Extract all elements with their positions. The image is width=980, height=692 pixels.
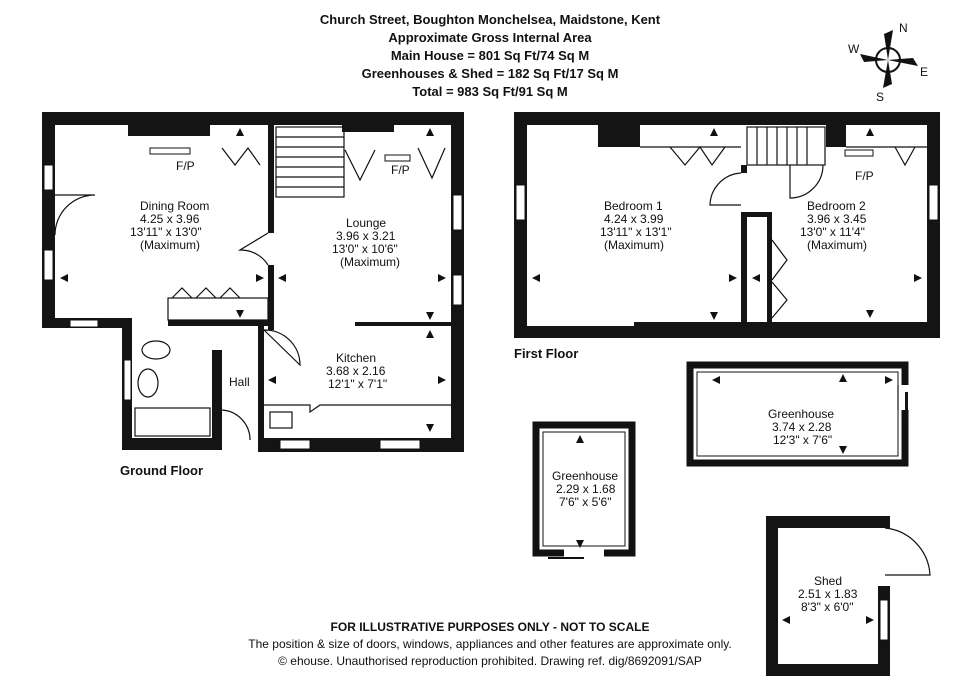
- ground-floor-plan: [42, 112, 464, 452]
- accuracy-note: The position & size of doors, windows, a…: [248, 637, 732, 651]
- dining-room-note: (Maximum): [140, 238, 200, 252]
- shed-plan: [766, 516, 931, 676]
- main-house-area: Main House = 801 Sq Ft/74 Sq M: [390, 48, 590, 63]
- copyright-text: © ehouse. Unauthorised reproduction proh…: [278, 654, 702, 668]
- total-area: Total = 983 Sq Ft/91 Sq M: [412, 84, 568, 99]
- dining-room-fireplace: F/P: [176, 159, 195, 173]
- lounge-note: (Maximum): [340, 255, 400, 269]
- dining-room-metric: 4.25 x 3.96: [140, 212, 200, 226]
- bedroom-2-note: (Maximum): [807, 238, 867, 252]
- bedroom-2-name: Bedroom 2: [807, 199, 866, 213]
- lounge-name: Lounge: [346, 216, 386, 230]
- first-floor-label: First Floor: [514, 346, 578, 361]
- compass-icon: N E S W: [848, 21, 928, 104]
- dining-room-imperial: 13'11" x 13'0": [130, 225, 202, 239]
- lounge-metric: 3.96 x 3.21: [336, 229, 396, 243]
- large-greenhouse-plan: [686, 361, 909, 467]
- small-greenhouse-name: Greenhouse: [552, 469, 618, 483]
- dining-room-name: Dining Room: [140, 199, 209, 213]
- large-greenhouse-imperial: 12'3" x 7'6": [773, 433, 832, 447]
- compass-west-label: W: [848, 42, 860, 56]
- bedroom-1-note: (Maximum): [604, 238, 664, 252]
- compass-north-label: N: [899, 21, 908, 35]
- area-title: Approximate Gross Internal Area: [388, 30, 592, 45]
- large-greenhouse-metric: 3.74 x 2.28: [772, 420, 832, 434]
- kitchen-imperial: 12'1" x 7'1": [328, 377, 387, 391]
- small-greenhouse-metric: 2.29 x 1.68: [556, 482, 616, 496]
- bedroom-1-name: Bedroom 1: [604, 199, 663, 213]
- compass-south-label: S: [876, 90, 884, 104]
- hall-name: Hall: [229, 375, 250, 389]
- ground-floor-label: Ground Floor: [120, 463, 203, 478]
- bedroom-1-imperial: 13'11" x 13'1": [600, 225, 672, 239]
- outbuildings-area: Greenhouses & Shed = 182 Sq Ft/17 Sq M: [361, 66, 619, 81]
- bedroom-2-fireplace: F/P: [855, 169, 874, 183]
- bedroom-2-metric: 3.96 x 3.45: [807, 212, 867, 226]
- lounge-imperial: 13'0" x 10'6": [332, 242, 398, 256]
- lounge-fireplace: F/P: [391, 163, 410, 177]
- plan-address: Church Street, Boughton Monchelsea, Maid…: [319, 12, 661, 27]
- first-floor-plan: [514, 112, 940, 338]
- shed-name: Shed: [814, 574, 842, 588]
- large-greenhouse-name: Greenhouse: [768, 407, 834, 421]
- kitchen-name: Kitchen: [336, 351, 376, 365]
- bedroom-2-imperial: 13'0" x 11'4": [800, 225, 865, 239]
- shed-imperial: 8'3" x 6'0": [801, 600, 853, 614]
- shed-metric: 2.51 x 1.83: [798, 587, 858, 601]
- small-greenhouse-imperial: 7'6" x 5'6": [559, 495, 611, 509]
- kitchen-metric: 3.68 x 2.16: [326, 364, 386, 378]
- disclaimer-text: FOR ILLUSTRATIVE PURPOSES ONLY - NOT TO …: [330, 620, 650, 634]
- small-greenhouse-plan: [532, 421, 636, 559]
- compass-east-label: E: [920, 65, 928, 79]
- bedroom-1-metric: 4.24 x 3.99: [604, 212, 664, 226]
